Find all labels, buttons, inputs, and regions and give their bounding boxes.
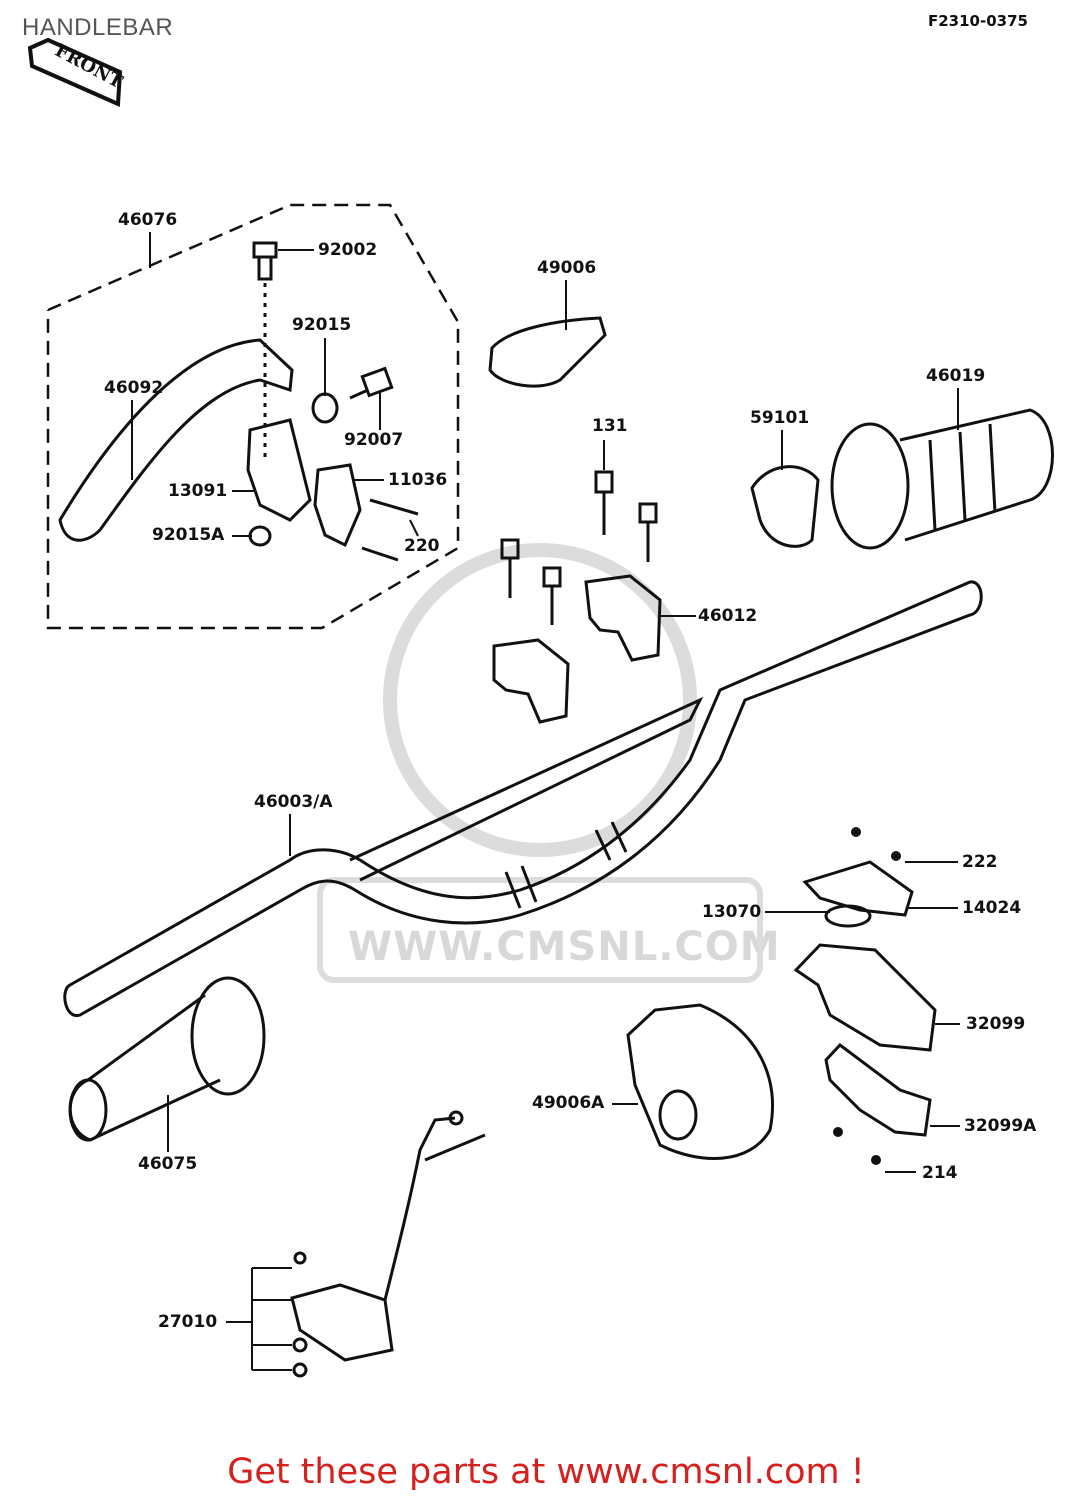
part-ref-220[interactable]: 220 <box>404 536 440 556</box>
handlebar-tube <box>63 580 983 1017</box>
part-ref-92007[interactable]: 92007 <box>344 430 404 450</box>
throttle-parts <box>626 860 937 1160</box>
lever-holder <box>246 418 312 522</box>
nut-92015A <box>248 525 272 547</box>
front-arrow-icon <box>27 37 123 107</box>
lever-clamp <box>313 463 362 548</box>
screws-220 <box>361 498 419 562</box>
part-ref-92015A[interactable]: 92015A <box>152 525 225 545</box>
part-ref-49006a[interactable]: 49006A <box>532 1093 605 1113</box>
part-ref-214[interactable]: 214 <box>922 1163 958 1183</box>
handlebar-clamps <box>492 574 662 724</box>
page-title: HANDLEBAR <box>22 14 174 41</box>
part-ref-11036[interactable]: 11036 <box>388 470 448 490</box>
footer-cta-link[interactable]: Get these parts at www.cmsnl.com ! <box>227 1452 865 1492</box>
part-ref-46075[interactable]: 46075 <box>138 1154 198 1174</box>
kill-switch-27010 <box>290 1110 486 1378</box>
part-ref-13091[interactable]: 13091 <box>168 481 228 501</box>
cable-guide-59101 <box>750 465 820 548</box>
part-ref-46012[interactable]: 46012 <box>698 606 758 626</box>
part-ref-27010[interactable]: 27010 <box>158 1312 218 1332</box>
part-ref-46076[interactable]: 46076 <box>118 210 178 230</box>
bolts-131 <box>500 470 658 625</box>
part-ref-46019[interactable]: 46019 <box>926 366 986 386</box>
drawing-code: F2310-0375 <box>928 12 1028 30</box>
watermark-emblem <box>317 543 763 983</box>
part-ref-59101[interactable]: 59101 <box>750 408 810 428</box>
part-ref-13070[interactable]: 13070 <box>702 902 762 922</box>
adjuster-92007 <box>349 366 394 400</box>
handlebar-crossbar <box>349 696 704 882</box>
cover-49006 <box>488 316 607 388</box>
clutch-lever <box>58 338 294 542</box>
watermark-text: WWW.CMSNL.COM <box>348 924 781 970</box>
handlebar-knurl <box>504 821 628 909</box>
part-ref-92015[interactable]: 92015 <box>292 315 352 335</box>
part-ref-49006[interactable]: 49006 <box>537 258 597 278</box>
part-ref-32099a[interactable]: 32099A <box>964 1116 1037 1136</box>
part-ref-14024[interactable]: 14024 <box>962 898 1022 918</box>
grip-46075 <box>68 976 266 1142</box>
lever-assembly-outline <box>46 203 460 630</box>
part-ref-32099[interactable]: 32099 <box>966 1014 1026 1034</box>
part-ref-222[interactable]: 222 <box>962 852 998 872</box>
washer-92015 <box>311 392 339 424</box>
small-screws <box>833 827 901 1165</box>
part-ref-131[interactable]: 131 <box>592 416 628 436</box>
pivot-bolt <box>252 241 278 460</box>
grip-46019 <box>830 408 1054 550</box>
leader-lines <box>131 232 960 1371</box>
part-ref-46092[interactable]: 46092 <box>104 378 164 398</box>
part-ref-46003a[interactable]: 46003/A <box>254 792 333 812</box>
part-ref-92002[interactable]: 92002 <box>318 240 378 260</box>
